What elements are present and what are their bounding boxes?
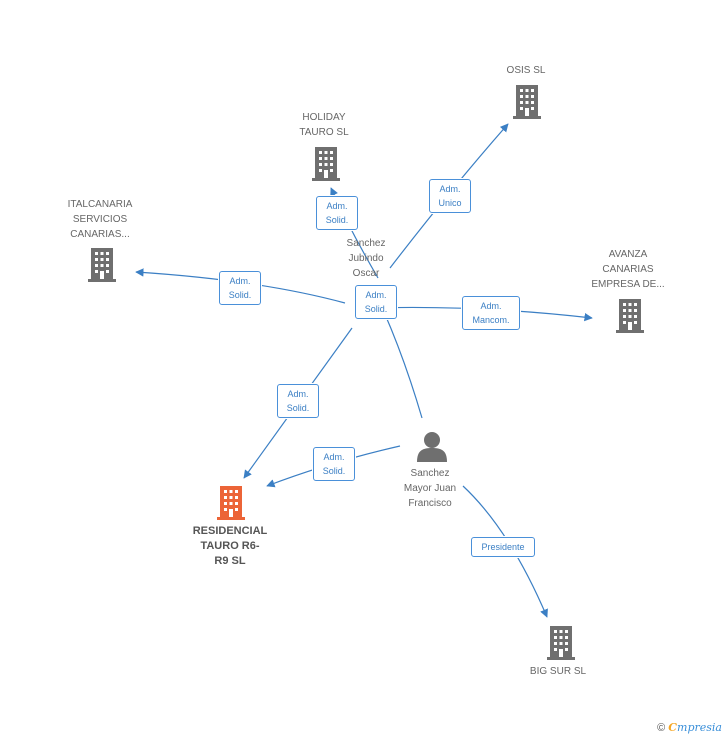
- edge-label-juan-bigsur: Presidente: [471, 537, 535, 557]
- edge-label-oscar-avanza: Adm. Mancom.: [462, 296, 520, 330]
- person-icon-juan[interactable]: [417, 432, 447, 462]
- node-label-residencial[interactable]: RESIDENCIAL TAURO R6- R9 SL: [192, 525, 268, 567]
- copyright-icon: ©: [657, 722, 666, 734]
- node-label-osis[interactable]: OSIS SL: [506, 65, 546, 76]
- node-label-oscar[interactable]: Sanchez Jubindo Oscar: [346, 238, 386, 279]
- brand-logo[interactable]: Cmpresia: [668, 721, 722, 734]
- edge-label-oscar-self: Adm. Solid.: [355, 285, 397, 319]
- building-icon-osis[interactable]: [513, 85, 541, 119]
- node-label-juan[interactable]: Sanchez Mayor Juan Francisco: [403, 468, 457, 509]
- edge-label-oscar-italcanaria: Adm. Solid.: [219, 271, 261, 305]
- building-icon-holiday[interactable]: [312, 147, 340, 181]
- building-icon-avanza[interactable]: [616, 299, 644, 333]
- edge-label-oscar-holiday: Adm. Solid.: [316, 196, 358, 230]
- edge-label-juan-residencial: Adm. Solid.: [313, 447, 355, 481]
- building-icon-italcanaria[interactable]: [88, 248, 116, 282]
- node-label-holiday[interactable]: HOLIDAY TAURO SL: [299, 112, 349, 138]
- building-icon-residencial[interactable]: [217, 486, 245, 520]
- node-label-italcanaria[interactable]: ITALCANARIA SERVICIOS CANARIAS...: [67, 199, 133, 240]
- node-label-bigsur[interactable]: BIG SUR SL: [529, 666, 587, 677]
- footer-brand: © Cmpresia: [657, 721, 722, 734]
- edge-label-oscar-osis: Adm. Unico: [429, 179, 471, 213]
- node-label-avanza[interactable]: AVANZA CANARIAS EMPRESA DE...: [591, 249, 665, 290]
- edge-oscar-juan: [383, 311, 423, 419]
- building-icon-bigsur[interactable]: [547, 626, 575, 660]
- edge-label-oscar-residencial: Adm. Solid.: [277, 384, 319, 418]
